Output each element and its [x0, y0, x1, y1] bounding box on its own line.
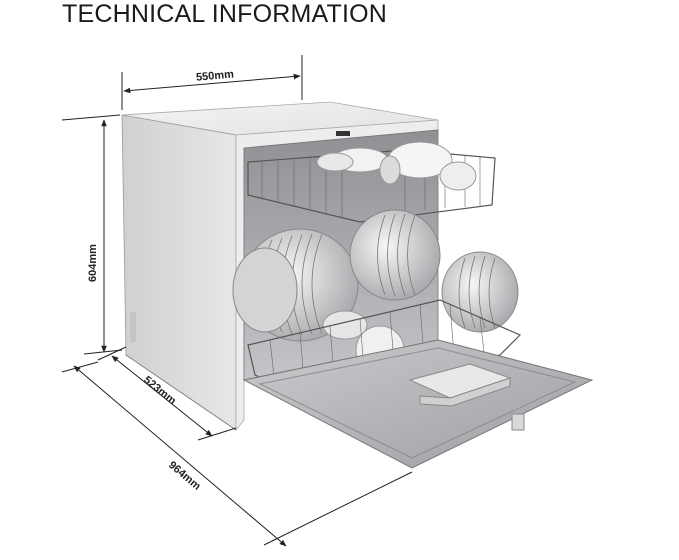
- open-door: [242, 339, 594, 469]
- page-title: TECHNICAL INFORMATION: [62, 0, 388, 28]
- upper-rack: [247, 141, 496, 223]
- height-dimension: 604mm: [61, 114, 123, 355]
- lower-rack: [232, 209, 522, 396]
- width-dimension: 550mm: [121, 55, 303, 110]
- height-label: 604mm: [87, 244, 99, 282]
- width-label: 550mm: [196, 68, 235, 83]
- depth-open-label: 964mm: [166, 459, 203, 493]
- dishwasher-cabinet: [121, 101, 439, 432]
